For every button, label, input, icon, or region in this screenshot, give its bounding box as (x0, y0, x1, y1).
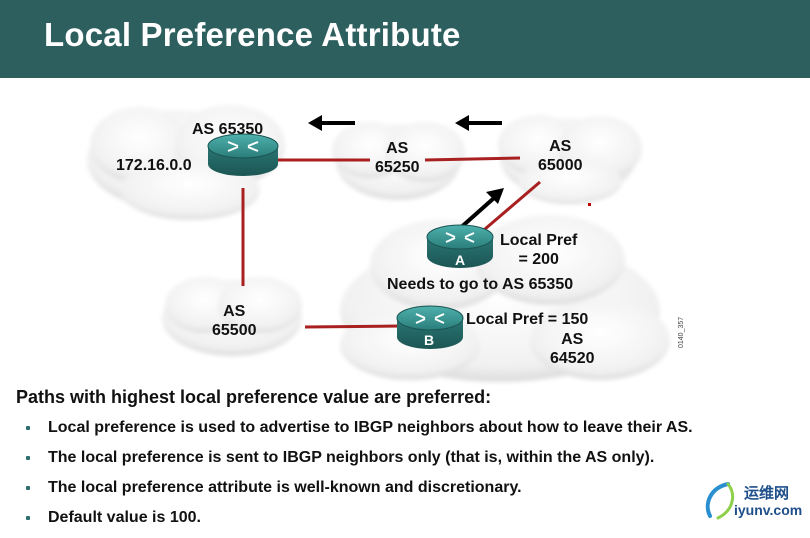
bullet-icon (26, 426, 30, 430)
bullet-text: The local preference is sent to IBGP nei… (48, 449, 655, 466)
label-local-pref-a-line1: Local Pref (500, 232, 578, 249)
arrow-up-right (456, 188, 504, 232)
label-as65000-line2: 65000 (538, 157, 583, 174)
red-dot (588, 203, 591, 206)
section-heading: Paths with highest local preference valu… (16, 387, 492, 407)
bgp-diagram: AS 65350 172.16.0.0 AS 65250 AS 65000 AS… (80, 90, 700, 390)
bullet-icon (26, 456, 30, 460)
bullet-item: The local preference is sent to IBGP nei… (26, 448, 693, 478)
label-as65350: AS 65350 (192, 121, 264, 138)
link-as65500-routerB (304, 324, 401, 329)
figure-id: 0140_357 (678, 316, 685, 348)
label-as64520: AS 64520 (550, 330, 595, 368)
label-as65000-line1: AS (549, 138, 572, 155)
link-as65250-as65000 (424, 156, 521, 162)
bullet-icon (26, 486, 30, 490)
cloud-as65250 (332, 122, 465, 200)
label-as65250-line2: 65250 (375, 159, 420, 176)
label-as64520-line1: AS (561, 331, 584, 348)
bullet-text: Default value is 100. (48, 509, 201, 526)
arrow-left-1 (308, 115, 355, 131)
logo-url-text: iyunv.com (734, 502, 803, 518)
diagram-canvas (87, 105, 670, 382)
label-router-b: B (424, 332, 435, 348)
router-a (426, 224, 494, 268)
label-local-pref-a: Local Pref = 200 (500, 231, 577, 269)
title-bar: Local Preference Attribute (0, 0, 810, 78)
label-router-a: A (455, 252, 466, 268)
bullet-text: The local preference attribute is well-k… (48, 479, 522, 496)
page-title: Local Preference Attribute (44, 16, 461, 53)
logo-icon (705, 482, 735, 520)
links (241, 156, 541, 329)
label-network: 172.16.0.0 (116, 157, 192, 174)
label-as65500: AS 65500 (212, 302, 257, 340)
arrow-left-2 (455, 115, 502, 131)
bullet-item: The local preference attribute is well-k… (26, 478, 693, 508)
label-as65500-line1: AS (223, 303, 246, 320)
bullet-icon (26, 516, 30, 520)
label-as65250-line1: AS (386, 140, 409, 157)
label-needs-to-go: Needs to go to AS 65350 (387, 276, 574, 293)
link-routerA-as65000 (477, 180, 541, 237)
bullet-item: Default value is 100. (26, 508, 693, 538)
label-as65250: AS 65250 (375, 139, 420, 177)
watermark-logo: 运维网 iyunv.com (704, 478, 810, 524)
cloud-as65350 (87, 105, 285, 220)
bullet-text: Local preference is used to advertise to… (48, 419, 693, 436)
cloud-as65500 (162, 277, 302, 356)
label-as65000: AS 65000 (538, 137, 583, 175)
logo-cn-text: 运维网 (744, 484, 790, 502)
router-b (396, 305, 464, 349)
label-local-pref-b: Local Pref = 150 (466, 311, 589, 328)
cloud-as65000 (498, 115, 642, 204)
label-as64520-line2: 64520 (550, 350, 595, 367)
label-local-pref-a-line2: = 200 (518, 251, 559, 268)
router-as65350 (207, 133, 279, 176)
bullet-list: Local preference is used to advertise to… (26, 418, 693, 538)
bullet-item: Local preference is used to advertise to… (26, 418, 693, 448)
label-as65500-line2: 65500 (212, 322, 257, 339)
